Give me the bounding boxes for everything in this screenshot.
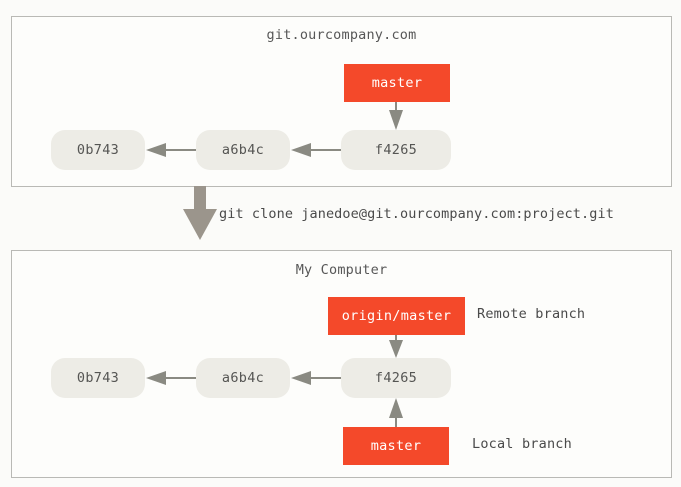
remote-branch-annotation: Remote branch (477, 306, 586, 322)
clone-arrow (183, 186, 217, 240)
clone-command-caption: git clone janedoe@git.ourcompany.com:pro… (219, 206, 614, 222)
local-computer-title: My Computer (295, 262, 388, 278)
local-branch-label-master: master (343, 427, 449, 465)
local-branch-label-origin-master: origin/master (328, 297, 465, 335)
remote-commit-a6b4c: a6b4c (196, 130, 290, 170)
local-commit-a6b4c: a6b4c (196, 358, 290, 398)
local-branch-annotation: Local branch (472, 436, 572, 452)
remote-branch-label-master: master (344, 64, 450, 102)
remote-commit-0b743: 0b743 (51, 130, 145, 170)
local-commit-f4265: f4265 (341, 358, 451, 398)
local-commit-0b743: 0b743 (51, 358, 145, 398)
remote-commit-f4265: f4265 (341, 130, 451, 170)
remote-server-title: git.ourcompany.com (266, 27, 417, 43)
